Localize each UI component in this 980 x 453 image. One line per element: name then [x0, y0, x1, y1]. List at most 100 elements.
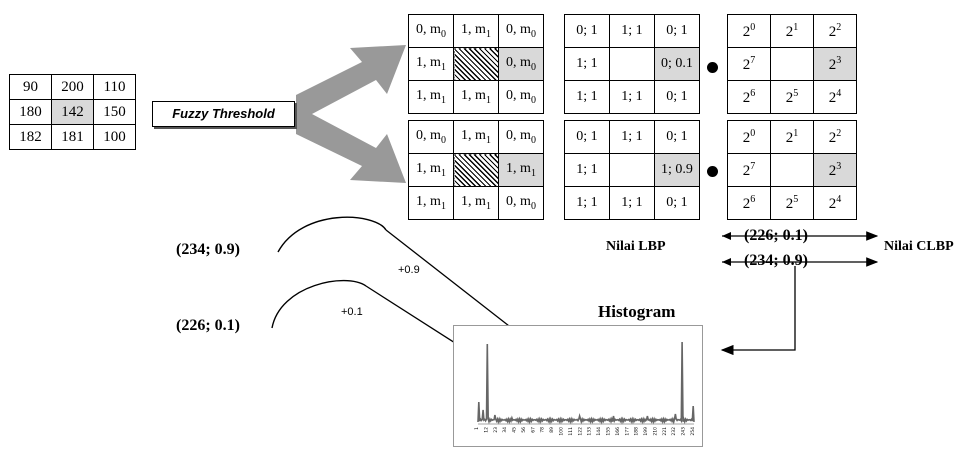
weight-cell: 21: [770, 120, 814, 154]
cell-value: 1, m: [506, 161, 531, 177]
weight-cell: 25: [770, 80, 814, 114]
binary-cell: 0; 1: [654, 80, 700, 114]
weight-exponent: 0: [750, 21, 756, 33]
binary-cell: [609, 153, 655, 187]
cell-index: 1: [440, 200, 446, 212]
weight-cell: 26: [727, 80, 771, 114]
weight-exponent: 2: [836, 21, 842, 33]
grid-cell: 1, m1: [408, 47, 454, 81]
histogram-tick-label: 111: [568, 427, 574, 436]
weight-base: 2: [785, 23, 794, 40]
cell-index: 0: [440, 134, 446, 146]
histogram-tick-label: 144: [596, 427, 602, 436]
histogram-tick-label: 89: [549, 427, 555, 433]
histogram-tick-label: 188: [634, 427, 640, 436]
grid-cell: 0, m0: [498, 186, 544, 220]
histogram-tick-label: 12: [483, 427, 489, 433]
binary-cell: 1; 1: [609, 186, 655, 220]
weight-exponent: 3: [836, 54, 842, 66]
nilai-clbp-label: Nilai CLBP: [884, 239, 954, 254]
weight-cell: 27: [727, 153, 771, 187]
source-cell: 150: [93, 99, 136, 125]
histogram-tick-label: 78: [540, 427, 546, 433]
curve-bottom: [271, 279, 367, 329]
increment-top: +0.9: [398, 264, 420, 276]
histogram-tick-label: 177: [624, 427, 630, 436]
grid-cell: 1, m1: [453, 186, 499, 220]
weight-base: 2: [742, 129, 751, 146]
weight-cell: 24: [813, 186, 857, 220]
weight-cell: 21: [770, 14, 814, 48]
grid-cell: 1, m1: [453, 80, 499, 114]
weight-exponent: 1: [793, 127, 799, 139]
histogram-tick-label: 243: [681, 427, 687, 436]
weight-base: 2: [742, 56, 751, 73]
binary-cell: 0; 1: [654, 120, 700, 154]
weight-base: 2: [828, 162, 837, 179]
binary-cell: 0; 1: [564, 14, 610, 48]
cell-value: 0, m: [506, 22, 531, 38]
increment-bottom: +0.1: [341, 306, 363, 318]
histogram-tick-label: 56: [521, 427, 527, 433]
binary-cell: 1; 1: [564, 47, 610, 81]
weight-exponent: 7: [750, 54, 756, 66]
binary-cell: 0; 0.1: [654, 47, 700, 81]
source-cell: 100: [93, 124, 136, 150]
weight-cell: 20: [727, 14, 771, 48]
histogram-tick-label: 122: [577, 427, 583, 436]
cell-value: 0, m: [416, 128, 441, 144]
grid-cell: 0, m0: [498, 80, 544, 114]
cell-value: 0, m: [506, 55, 531, 71]
binary-cell: 0; 1: [564, 120, 610, 154]
weight-exponent: 7: [750, 160, 756, 172]
histogram-tick-label: 210: [652, 427, 658, 436]
histogram-tick-label: 232: [671, 427, 677, 436]
binary-cell: 0; 1: [654, 186, 700, 220]
cell-value: 1, m: [461, 194, 486, 210]
histogram-tick-label: 254: [690, 427, 696, 436]
histogram-tick-label: 67: [530, 427, 536, 433]
source-cell: 181: [51, 124, 94, 150]
weight-cell: 23: [813, 153, 857, 187]
cell-index: 1: [440, 94, 446, 106]
weight-exponent: 2: [836, 127, 842, 139]
weight-base: 2: [742, 162, 751, 179]
cell-value: 1, m: [461, 88, 486, 104]
cell-index: 1: [530, 167, 536, 179]
source-cell: 110: [93, 74, 136, 100]
source-cell: 90: [9, 74, 52, 100]
weight-base: 2: [742, 23, 751, 40]
grid-cell: [453, 153, 499, 187]
histogram-tick-label: 133: [587, 427, 593, 436]
weight-exponent: 3: [836, 160, 842, 172]
source-cell: 180: [9, 99, 52, 125]
weight-cell: 22: [813, 14, 857, 48]
cell-value: 1, m: [416, 161, 441, 177]
cell-index: 1: [440, 167, 446, 179]
grid-cell: 0, m0: [498, 14, 544, 48]
fuzzy-threshold-box: Fuzzy Threshold: [152, 101, 295, 127]
cell-index: 1: [440, 61, 446, 73]
weight-exponent: 4: [836, 87, 842, 99]
grid-cell: 0, m0: [408, 120, 454, 154]
grid-cell: 1, m1: [453, 120, 499, 154]
binary-cell: 0; 1: [654, 14, 700, 48]
weight-exponent: 5: [793, 87, 799, 99]
histogram-tick-label: 100: [559, 427, 565, 436]
cell-index: 1: [485, 94, 491, 106]
weight-base: 2: [828, 89, 837, 106]
weight-base: 2: [742, 89, 751, 106]
binary-cell: 1; 1: [609, 120, 655, 154]
histogram-tick-label: 34: [502, 427, 508, 433]
left-value-bottom: (226; 0.1): [176, 317, 240, 334]
result-bottom-value: (234; 0.9): [744, 252, 808, 269]
source-cell: 142: [51, 99, 94, 125]
weight-exponent: 0: [750, 127, 756, 139]
cell-value: 0, m: [506, 128, 531, 144]
weight-base: 2: [742, 195, 751, 212]
